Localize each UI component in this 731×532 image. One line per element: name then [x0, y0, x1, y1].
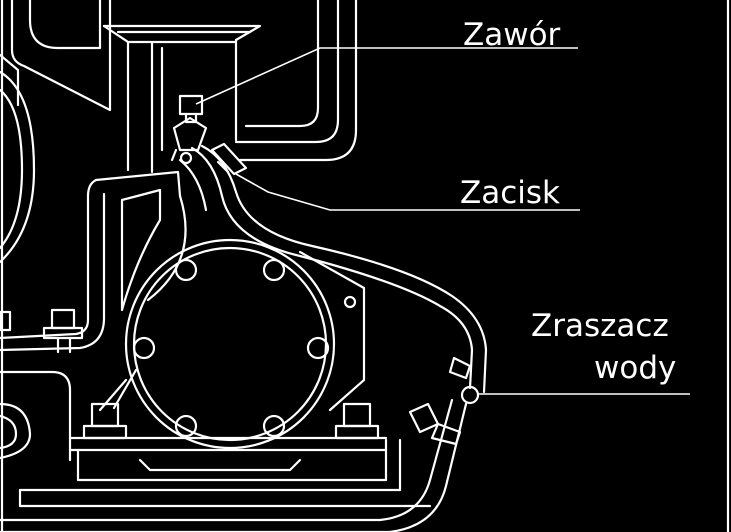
base-bolts: [82, 402, 380, 440]
central-column: [102, 24, 262, 174]
top-right-pipe: [234, 0, 358, 162]
label-valve: Zawór: [463, 17, 561, 53]
label-sprinkler-line2: wody: [594, 350, 676, 386]
label-clamp: Zacisk: [460, 175, 560, 211]
valve: [170, 94, 208, 165]
water-sprinkler: [408, 356, 480, 446]
lower-right-sweep: [0, 398, 468, 532]
motor-flange: [124, 238, 336, 450]
left-bolt: [42, 308, 84, 354]
top-left-housing: [0, 0, 112, 264]
clamp: [210, 142, 248, 176]
water-hose: [178, 144, 488, 394]
label-sprinkler-line1: Zraszacz: [531, 308, 669, 344]
left-lower-housing: [0, 310, 72, 462]
leader-lines: [195, 47, 690, 395]
left-bracket: [0, 170, 187, 352]
base-plate: [18, 436, 432, 508]
